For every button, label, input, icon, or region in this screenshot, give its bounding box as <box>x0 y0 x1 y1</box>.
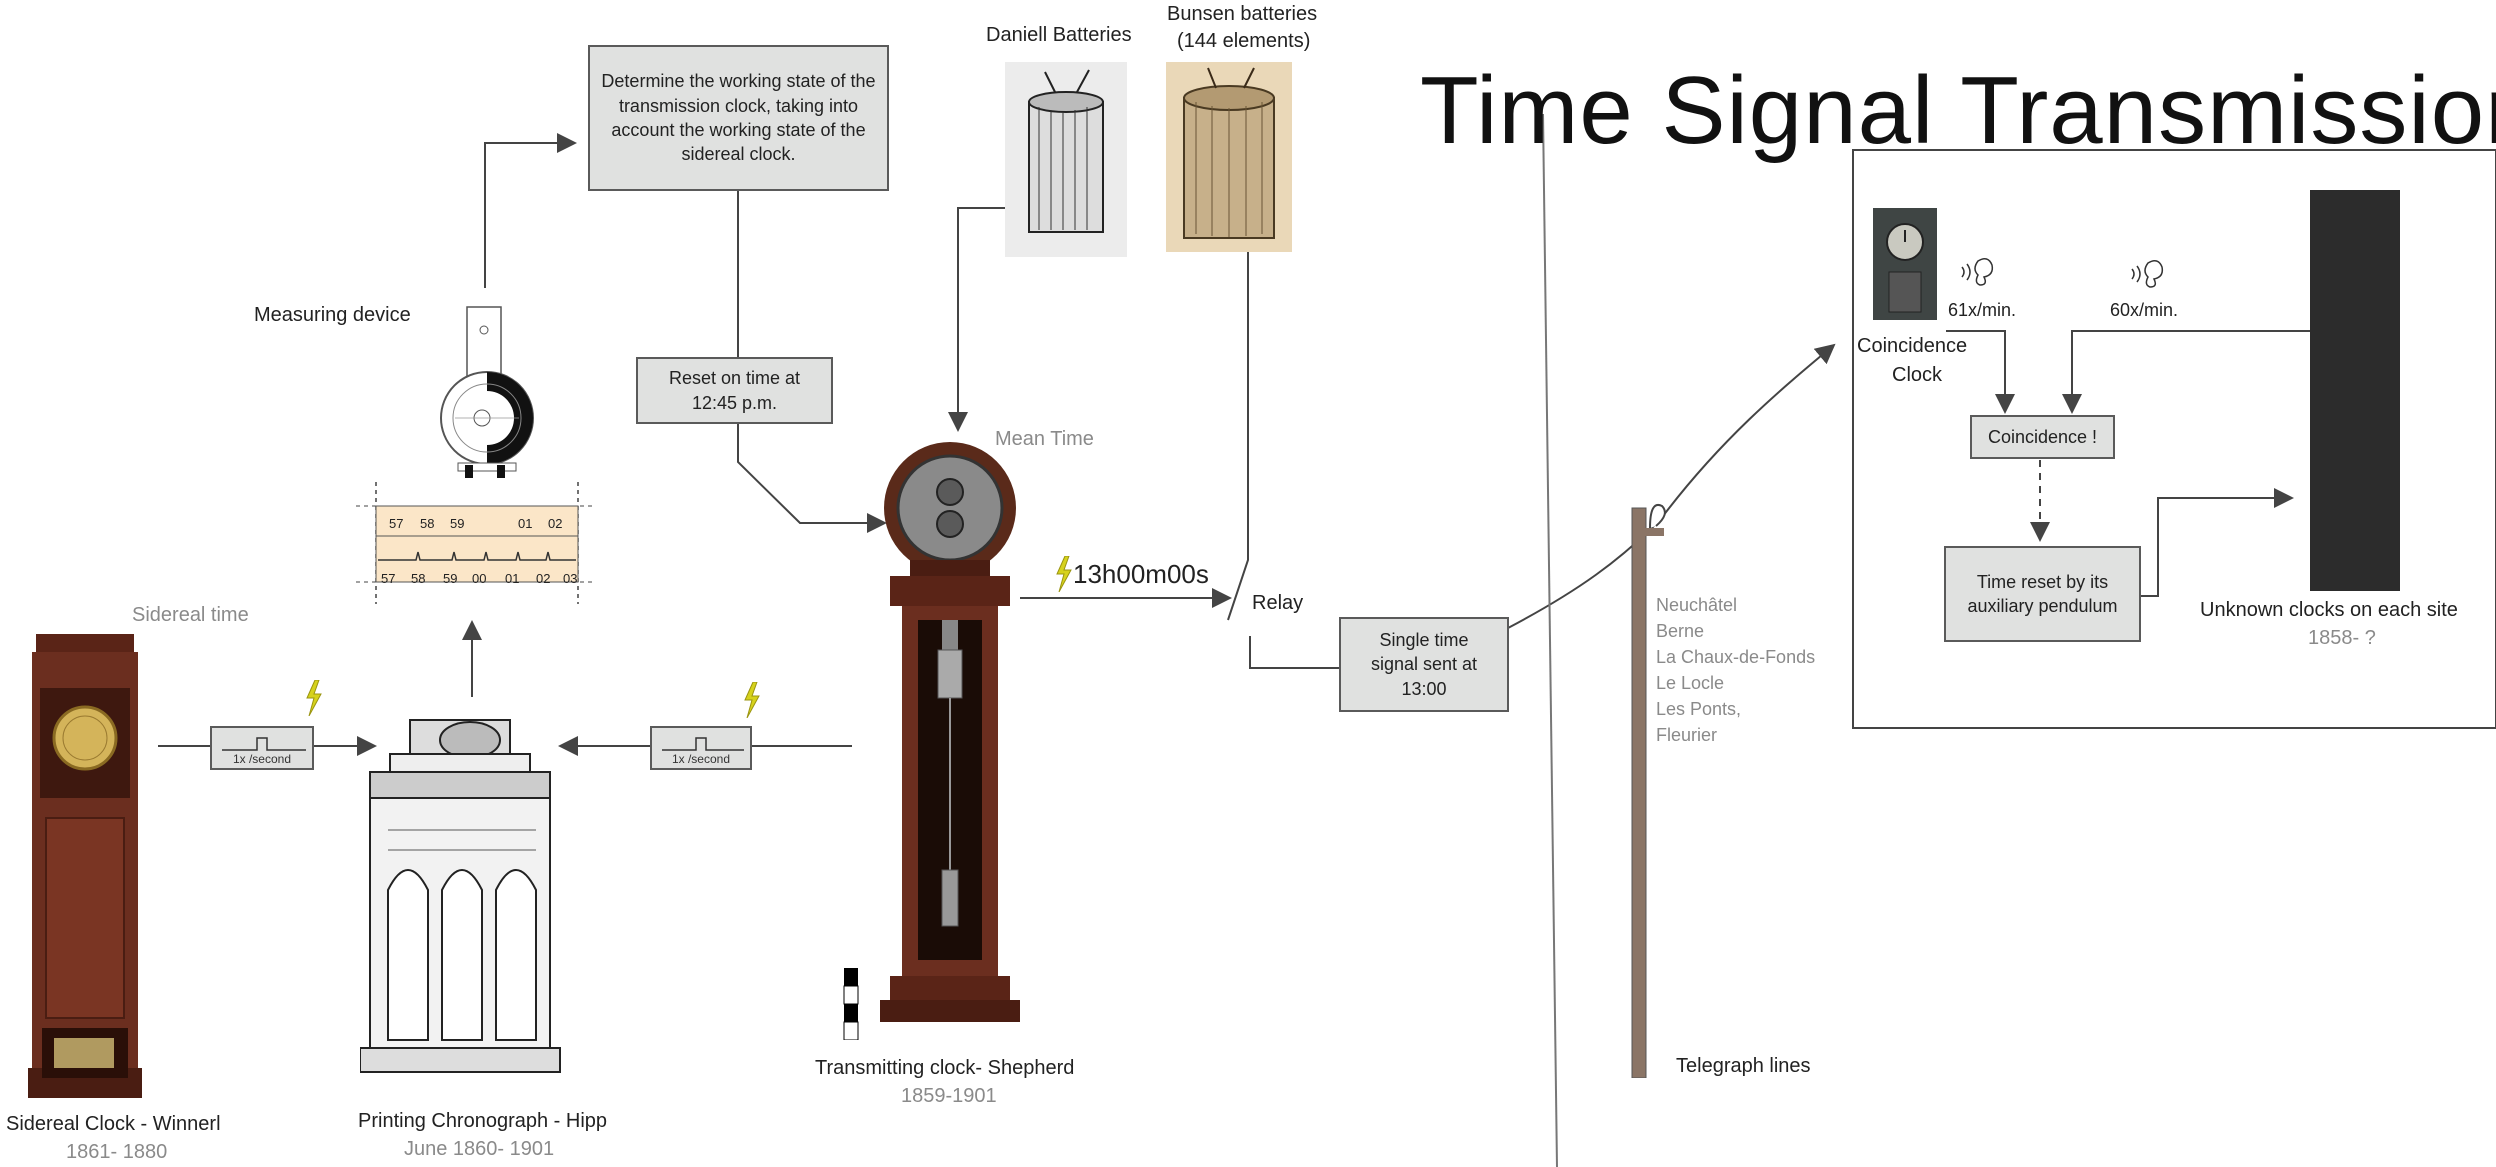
bunsen-batteries-label: Bunsen batteries <box>1167 3 1318 25</box>
sidereal-time-label: Sidereal time <box>132 604 249 626</box>
page-title: Time Signal Transmission <box>1420 57 2496 165</box>
bunsen-battery-illustration <box>1166 62 1292 252</box>
pulse-icon <box>662 737 744 751</box>
determine-state-text: Determine the working state of the trans… <box>601 71 876 165</box>
time-reset-box: Time reset by its auxiliary pendulum <box>1944 546 2141 642</box>
ear-sound-icon <box>1961 258 1994 286</box>
site-name: Le Locle <box>1656 673 1725 693</box>
pulse-box-right: 1x /second <box>650 726 752 770</box>
chronograph-tape <box>356 482 596 604</box>
site-name: Neuchâtel <box>1656 595 1738 615</box>
chronograph-dates: June 1860- 1901 <box>404 1138 555 1160</box>
site-name: Fleurier <box>1656 725 1718 745</box>
coincidence-clock-label-2: Clock <box>1892 364 1943 386</box>
unknown-clocks-label: Unknown clocks on each site <box>2200 599 2458 621</box>
bunsen-elements-label: (144 elements) <box>1177 30 1311 52</box>
pulse-rate-left: 1x /second <box>232 752 292 766</box>
tape-top-tick: 01 <box>518 516 533 531</box>
tape-bottom-tick: 02 <box>536 571 551 586</box>
chronograph-name: Printing Chronograph - Hipp <box>358 1110 608 1132</box>
tape-top-tick: 02 <box>548 516 563 531</box>
tape-bottom-tick: 00 <box>472 571 487 586</box>
transmitting-clock-dates: 1859-1901 <box>901 1085 997 1107</box>
single-signal-text: Single time signal sent at 13:00 <box>1370 630 1478 699</box>
reset-on-time-text: Reset on time at 12:45 p.m. <box>668 368 801 413</box>
lightning-icon <box>744 682 760 718</box>
pulse-box-left: 1x /second <box>210 726 314 770</box>
scale-bar-icon <box>843 968 859 1040</box>
sidereal-clock-dates: 1861- 1880 <box>66 1141 168 1163</box>
single-signal-box: Single time signal sent at 13:00 <box>1339 617 1509 712</box>
signal-time-label: 13h00m00s <box>1073 559 1209 589</box>
tape-top-tick: 59 <box>450 516 465 531</box>
printing-chronograph-illustration <box>360 719 561 1073</box>
time-reset-text: Time reset by its auxiliary pendulum <box>1967 571 2118 616</box>
coincidence-text: Coincidence ! <box>1987 426 2098 447</box>
coincidence-clock-illustration <box>1873 208 1937 320</box>
site-name: Les Ponts, <box>1656 699 1742 719</box>
tape-top-tick: 58 <box>420 516 435 531</box>
coincidence-clock-label: Coincidence <box>1857 335 1968 357</box>
site-name: La Chaux-de-Fonds <box>1656 647 1816 667</box>
relay-label: Relay <box>1252 592 1304 614</box>
daniell-batteries-label: Daniell Batteries <box>986 24 1132 46</box>
lightning-icon <box>306 680 322 716</box>
coincidence-box: Coincidence ! <box>1970 415 2115 459</box>
daniell-battery-illustration <box>1005 62 1127 257</box>
pulse-icon <box>222 737 306 751</box>
tape-bottom-tick: 03 <box>563 571 578 586</box>
sidereal-clock-name: Sidereal Clock - Winnerl <box>6 1113 221 1135</box>
site-name: Berne <box>1656 621 1705 641</box>
unknown-clock-block <box>2310 190 2400 591</box>
mean-time-label: Mean Time <box>995 428 1094 450</box>
sidereal-clock-illustration <box>28 634 142 1098</box>
determine-state-box: Determine the working state of the trans… <box>588 45 889 191</box>
ear-sound-icon <box>2131 260 2164 288</box>
pulse-rate-right: 1x /second <box>671 752 731 766</box>
lightning-icon <box>1056 556 1072 592</box>
tape-bottom-tick: 57 <box>381 571 396 586</box>
measuring-device-illustration <box>440 306 534 478</box>
telegraph-pole-illustration <box>1631 504 1666 1078</box>
transmitting-clock-illustration <box>880 442 1020 1022</box>
measuring-device-label: Measuring device <box>254 304 411 326</box>
rate-60-label: 60x/min. <box>2110 300 2179 320</box>
tape-bottom-tick: 59 <box>443 571 458 586</box>
tape-bottom-tick: 01 <box>505 571 520 586</box>
tape-top-tick: 57 <box>389 516 404 531</box>
transmitting-clock-name: Transmitting clock- Shepherd <box>815 1057 1075 1079</box>
tape-bottom-tick: 58 <box>411 571 426 586</box>
reset-on-time-box: Reset on time at 12:45 p.m. <box>636 357 833 424</box>
telegraph-lines-label: Telegraph lines <box>1676 1055 1811 1077</box>
unknown-clocks-dates: 1858- ? <box>2308 627 2376 649</box>
rate-61-label: 61x/min. <box>1948 300 2017 320</box>
